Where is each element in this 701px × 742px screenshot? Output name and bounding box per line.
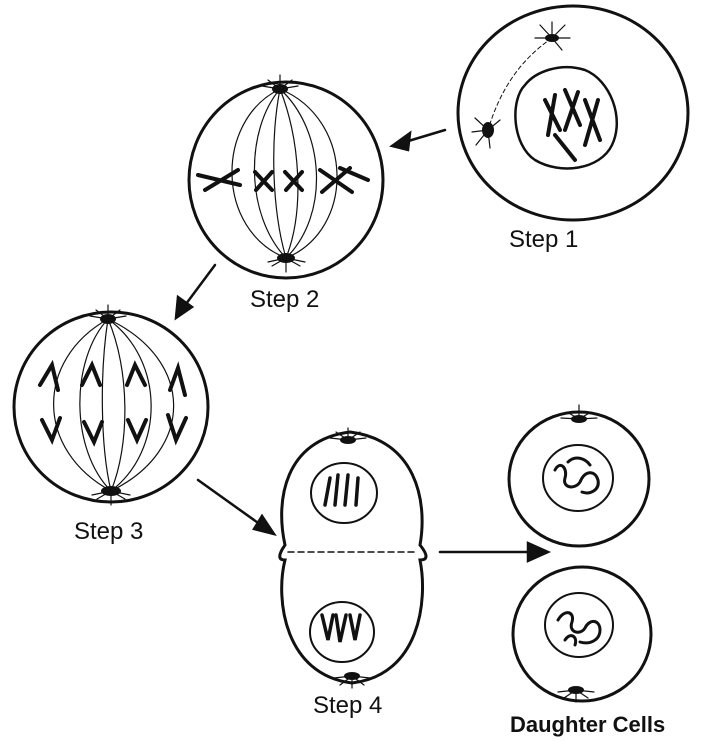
step1-cell bbox=[456, 4, 690, 222]
step3-cell bbox=[12, 304, 210, 506]
arrow-step1-to-step2 bbox=[389, 128, 447, 152]
step4-cell bbox=[278, 427, 428, 689]
arrow-step2-to-step3 bbox=[174, 263, 217, 321]
step1-label: Step 1 bbox=[509, 226, 579, 253]
step4-label: Step 4 bbox=[313, 692, 383, 719]
step3-label: Step 3 bbox=[74, 518, 144, 545]
daughter-cell-top bbox=[507, 404, 651, 548]
arrow-step4-to-daughters bbox=[438, 541, 552, 563]
step2-label: Step 2 bbox=[250, 286, 320, 313]
step2-cell bbox=[187, 74, 385, 280]
daughter-cell-bottom bbox=[511, 565, 653, 703]
arrow-step3-to-step4 bbox=[196, 478, 277, 536]
daughter-cells-label: Daughter Cells bbox=[510, 712, 666, 737]
